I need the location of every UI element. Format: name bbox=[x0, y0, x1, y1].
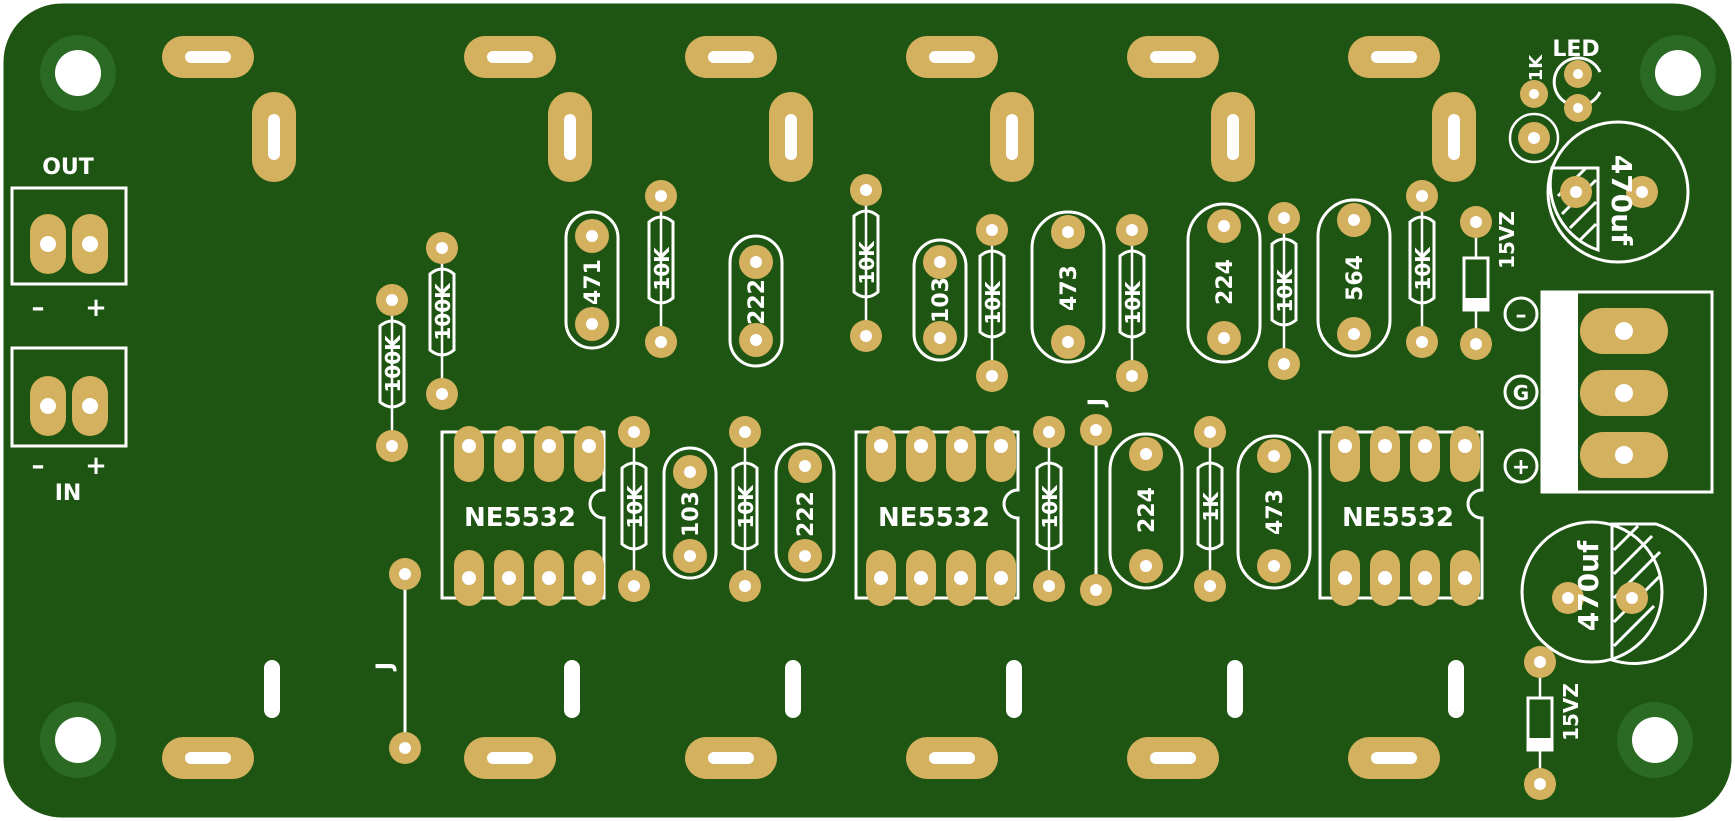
resistor-r5: 10K bbox=[976, 214, 1008, 392]
power-minus-label: – bbox=[1516, 303, 1527, 328]
jumper-j1-label: J bbox=[373, 662, 398, 672]
electrolytic-e1-label: 470uf bbox=[1605, 155, 1638, 246]
mounting-hole-bottom-left bbox=[40, 702, 116, 778]
zener-z2: 15VZ bbox=[1524, 646, 1583, 800]
electrolytic-e1: 470uf bbox=[1546, 120, 1690, 264]
capacitor-c2: 222 bbox=[728, 234, 784, 368]
resistor-r8-label: 10K bbox=[1411, 246, 1435, 291]
in-label: IN bbox=[55, 481, 82, 506]
resistor-r1-label: 100K bbox=[381, 334, 405, 393]
resistor-r3-label: 10K bbox=[650, 246, 674, 291]
capacitor-c4-label: 473 bbox=[1057, 265, 1082, 311]
resistor-r6-label: 10K bbox=[1121, 280, 1145, 325]
resistor-r10-label: 10K bbox=[734, 484, 758, 529]
power-ground-symbol: G bbox=[1503, 374, 1539, 410]
resistor-r2: 100K bbox=[426, 232, 458, 410]
resistor-r11-label: 10K bbox=[1038, 484, 1062, 529]
slot-pads-bottom bbox=[162, 737, 1440, 779]
out-plus-label: + bbox=[85, 293, 107, 323]
resistor-r9-label: 10K bbox=[623, 484, 647, 529]
zener-z1-label: 15VZ bbox=[1495, 211, 1519, 269]
resistor-r4-label: 10K bbox=[855, 240, 879, 285]
mounting-hole-top-right bbox=[1640, 35, 1716, 111]
out-connector: OUT – + bbox=[10, 155, 128, 323]
resistor-r1: 100K bbox=[376, 284, 408, 462]
slot-pads-top bbox=[162, 36, 1440, 78]
capacitor-c1: 471 bbox=[564, 210, 620, 350]
capacitor-c8: 222 bbox=[774, 442, 836, 582]
slot-holes-bottom bbox=[264, 660, 1464, 718]
jumper-j2-label: J bbox=[1085, 398, 1110, 408]
mounting-hole-bottom-right bbox=[1617, 702, 1693, 778]
zener-z1: 15VZ bbox=[1460, 206, 1519, 360]
resistor-r8: 10K bbox=[1406, 180, 1438, 358]
capacitor-c6-label: 564 bbox=[1343, 255, 1368, 301]
resistor-r12: 1K bbox=[1194, 416, 1226, 602]
mounting-hole-top-left bbox=[40, 35, 116, 111]
ic-u1: NE5532 bbox=[440, 426, 606, 606]
in-plus-label: + bbox=[85, 451, 107, 481]
power-minus-symbol: – bbox=[1503, 296, 1539, 332]
electrolytic-e2: 470uf bbox=[1520, 520, 1707, 665]
capacitor-c1-label: 471 bbox=[581, 259, 606, 305]
ic-u3-label: NE5532 bbox=[1342, 503, 1454, 533]
resistor-r3: 10K bbox=[645, 180, 677, 358]
out-minus-label: – bbox=[32, 293, 45, 323]
resistor-r5-label: 10K bbox=[981, 280, 1005, 325]
jumper-j1: J bbox=[373, 558, 421, 764]
ic-u2-label: NE5532 bbox=[878, 503, 990, 533]
resistor-r7: 10K bbox=[1268, 202, 1300, 380]
resistor-1k: 1K bbox=[1508, 54, 1560, 164]
slot-pads-vertical-top bbox=[252, 92, 1476, 182]
capacitor-c8-label: 222 bbox=[794, 491, 819, 537]
resistor-1k-label: 1K bbox=[1526, 54, 1547, 82]
resistor-r11: 10K bbox=[1033, 416, 1065, 602]
resistor-r7-label: 10K bbox=[1273, 268, 1297, 313]
ic-u1-label: NE5532 bbox=[464, 503, 576, 533]
resistor-r9: 10K bbox=[618, 416, 650, 602]
capacitor-c9-label: 224 bbox=[1135, 487, 1160, 533]
capacitor-c2-label: 222 bbox=[745, 279, 770, 325]
out-label: OUT bbox=[42, 155, 94, 180]
jumper-j2: J bbox=[1080, 398, 1112, 606]
capacitor-c7: 103 bbox=[662, 446, 718, 580]
capacitor-c3: 103 bbox=[912, 238, 968, 362]
ic-u2: NE5532 bbox=[854, 426, 1020, 606]
capacitor-c3-label: 103 bbox=[929, 277, 954, 323]
resistor-r6: 10K bbox=[1116, 214, 1148, 392]
zener-z2-label: 15VZ bbox=[1559, 683, 1583, 741]
electrolytic-e2-label: 470uf bbox=[1572, 540, 1605, 631]
capacitor-c5-label: 224 bbox=[1213, 259, 1238, 305]
in-connector: – + IN bbox=[10, 346, 128, 506]
resistor-r2-label: 100K bbox=[431, 282, 455, 341]
capacitor-c10-label: 473 bbox=[1263, 489, 1288, 535]
resistor-r12-label: 1K bbox=[1199, 491, 1223, 522]
capacitor-c9: 224 bbox=[1108, 432, 1184, 590]
in-minus-label: – bbox=[32, 451, 45, 481]
ic-u3: NE5532 bbox=[1318, 426, 1484, 606]
resistor-r4: 10K bbox=[850, 174, 882, 352]
power-plus-label: + bbox=[1512, 455, 1530, 480]
power-ground-label: G bbox=[1513, 381, 1529, 405]
led-indicator: LED bbox=[1552, 37, 1602, 122]
capacitor-c10: 473 bbox=[1236, 434, 1312, 590]
power-plus-symbol: + bbox=[1503, 448, 1539, 484]
capacitor-c4: 473 bbox=[1030, 210, 1106, 364]
power-terminal: – G + bbox=[1503, 290, 1714, 494]
capacitor-c7-label: 103 bbox=[679, 491, 704, 537]
resistor-r10: 10K bbox=[729, 416, 761, 602]
capacitor-c5: 224 bbox=[1186, 202, 1262, 364]
capacitor-c6: 564 bbox=[1316, 198, 1392, 358]
